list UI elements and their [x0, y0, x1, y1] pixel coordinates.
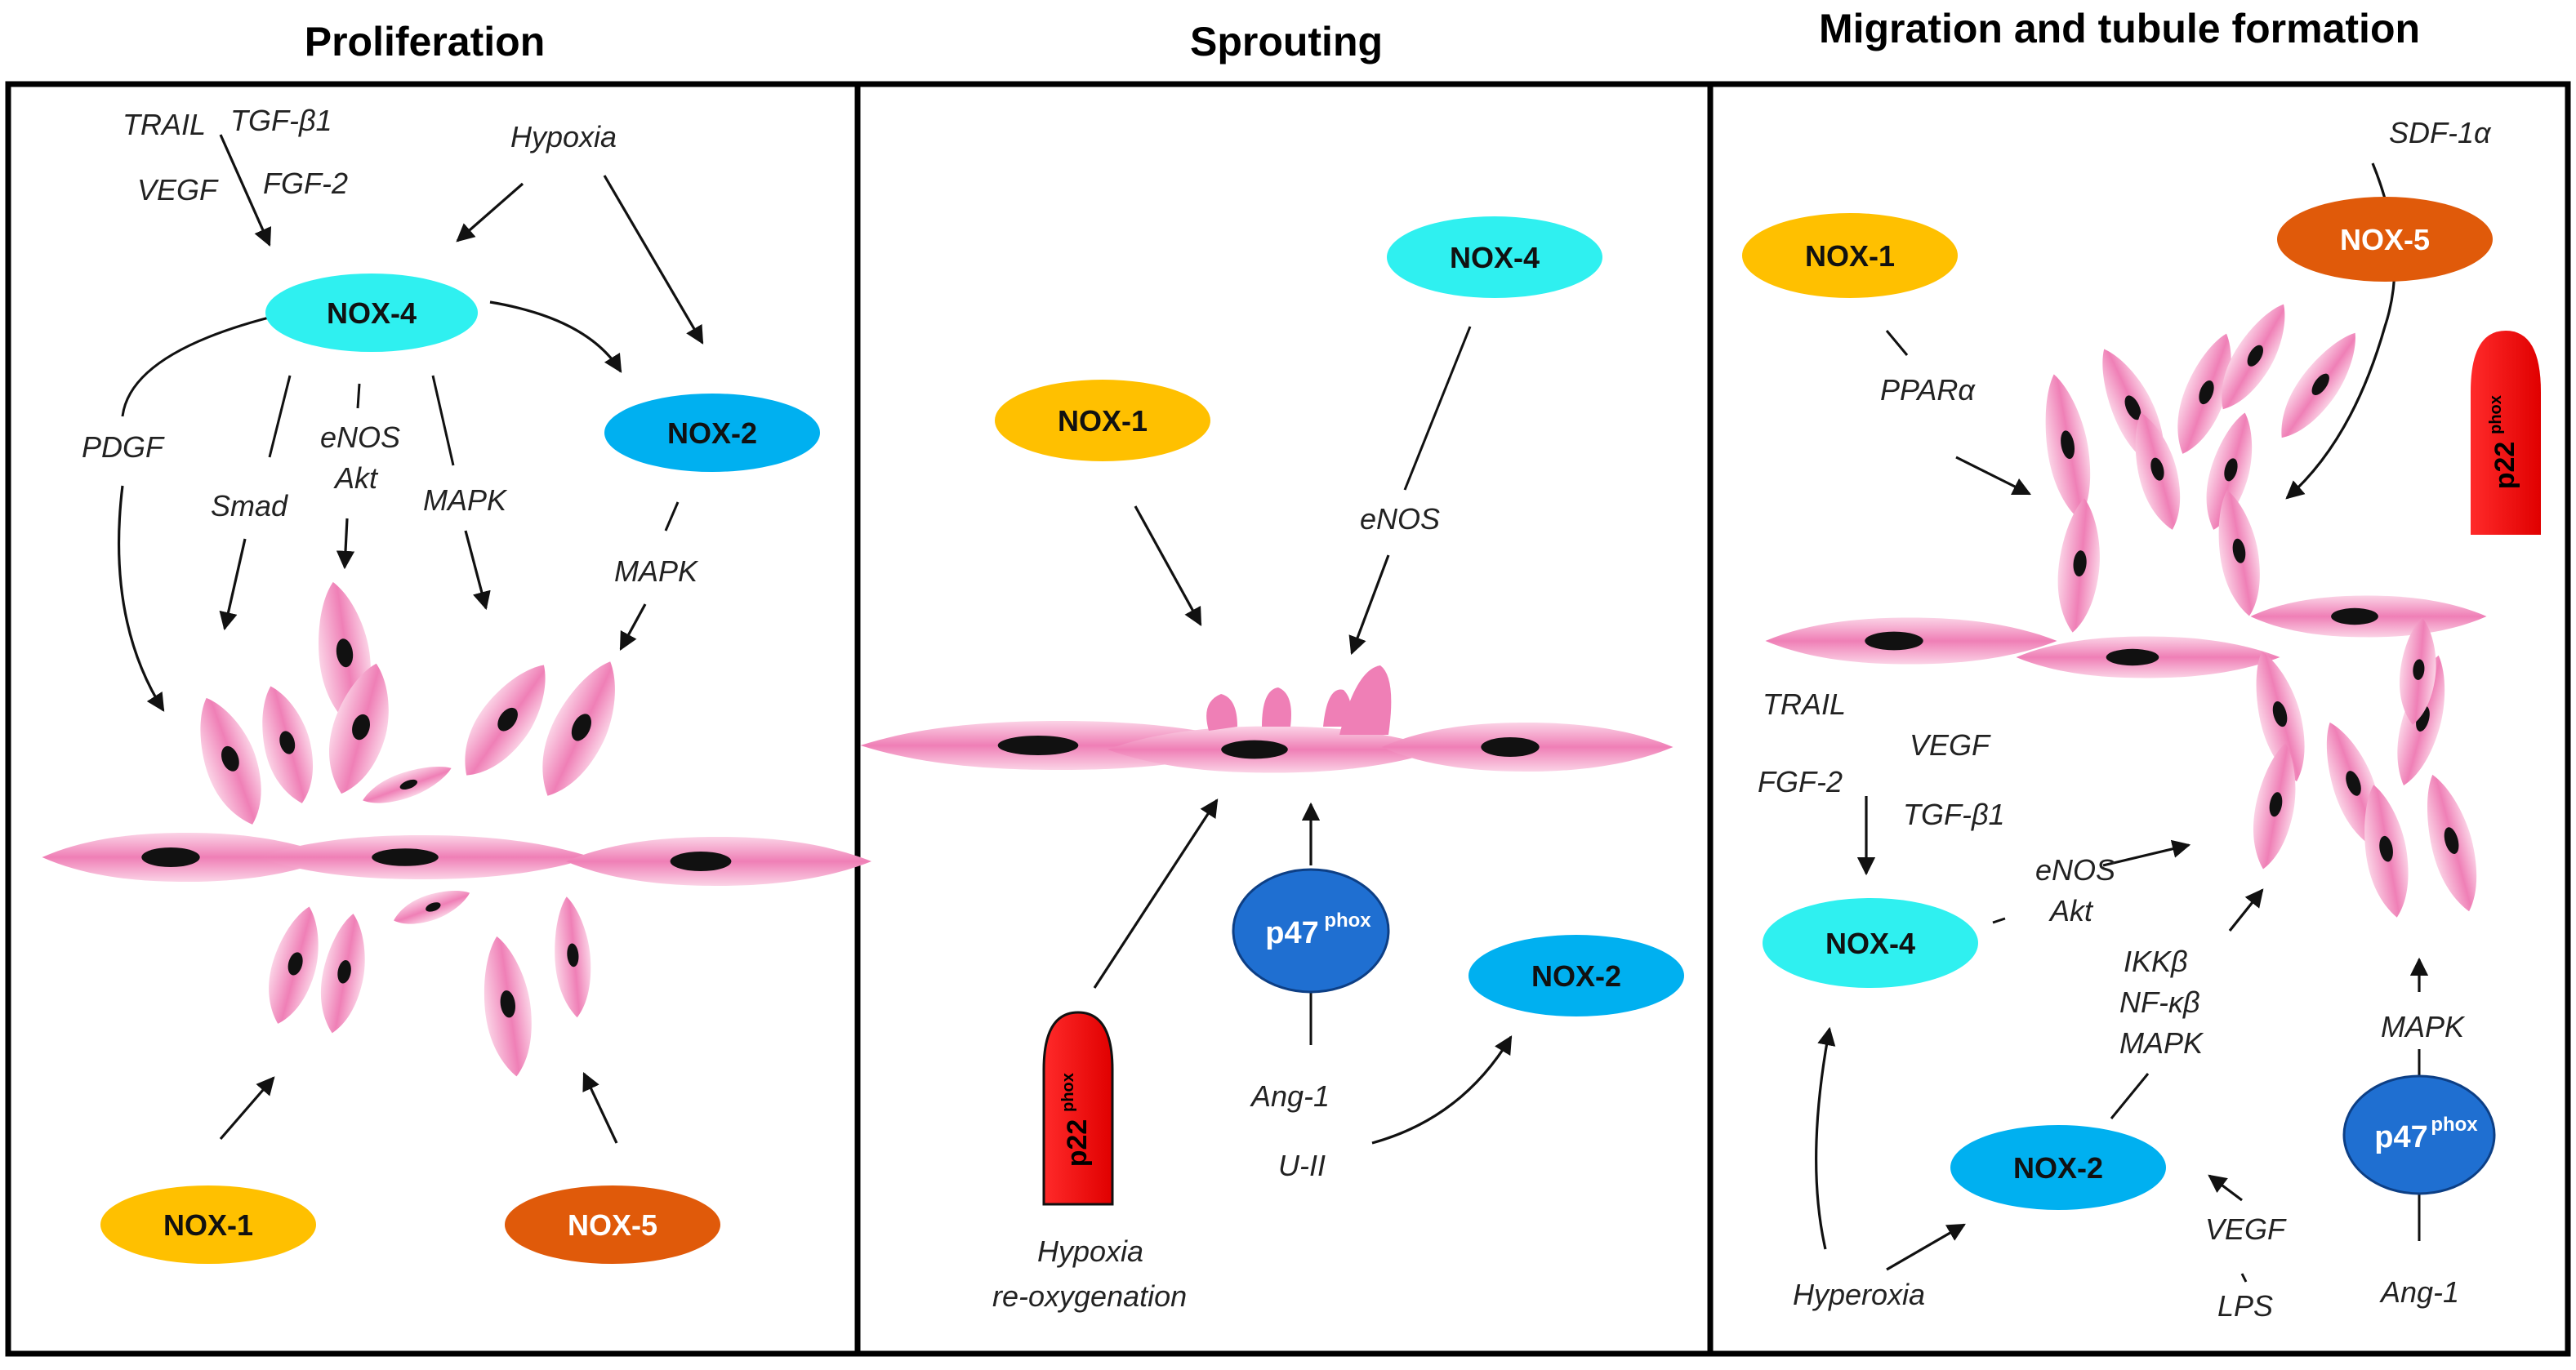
label-trail: TRAIL: [123, 108, 206, 141]
svg-text:NOX-2: NOX-2: [667, 416, 757, 450]
label-hypoxia-reox-2: re-oxygenation: [992, 1279, 1187, 1313]
proliferation-enzymes: NOX-4 NOX-2 NOX-1 NOX-5: [100, 274, 820, 1264]
label-ang1: Ang-1: [1250, 1079, 1330, 1113]
svg-text:p22: p22: [2489, 442, 2520, 490]
svg-text:NOX-5: NOX-5: [568, 1208, 657, 1242]
svg-text:phox: phox: [1059, 1073, 1077, 1112]
label-lps: LPS: [2217, 1289, 2273, 1323]
svg-text:NOX-5: NOX-5: [2340, 223, 2430, 256]
nox4-enzyme: NOX-4: [1763, 898, 1978, 988]
label-akt: Akt: [2048, 894, 2094, 927]
label-mapk: MAPK: [423, 483, 508, 517]
label-tgfb1: TGF-β1: [230, 104, 332, 137]
label-hyperoxia: Hyperoxia: [1793, 1278, 1925, 1311]
label-vegf: VEGF: [137, 173, 219, 207]
svg-text:NOX-1: NOX-1: [163, 1208, 253, 1242]
svg-text:phox: phox: [2487, 395, 2505, 434]
label-hypoxia-reox-1: Hypoxia: [1037, 1234, 1143, 1268]
migration-enzymes: NOX-1 NOX-5 p22 phox NOX-4 NOX-2 p47 pho…: [1742, 197, 2541, 1210]
nox5-enzyme: NOX-5: [505, 1185, 720, 1264]
proliferation-arrows: [117, 134, 704, 1144]
p47phox-enzyme: p47 phox: [2342, 1074, 2496, 1195]
panel-proliferation: [5, 81, 861, 1357]
svg-text:p47: p47: [1265, 916, 1318, 950]
sprouting-cell-layer: [860, 665, 1674, 773]
nox2-enzyme: NOX-2: [1468, 935, 1684, 1016]
nox4-enzyme: NOX-4: [1387, 216, 1602, 298]
sprouting-labels: eNOS Ang-1 U-II Hypoxia re-oxygenation: [992, 502, 1440, 1313]
label-mapk: MAPK: [2119, 1026, 2204, 1060]
label-fgf2: FGF-2: [1758, 765, 1843, 798]
label-mapk: MAPK: [2381, 1010, 2466, 1043]
label-sdf1a: SDF-1α: [2389, 116, 2492, 149]
label-pdgf: PDGF: [82, 430, 165, 464]
panel-title-migration: Migration and tubule formation: [1819, 6, 2420, 51]
nox2-enzyme: NOX-2: [1950, 1125, 2166, 1210]
svg-text:NOX-2: NOX-2: [2013, 1151, 2103, 1185]
label-mapk: MAPK: [614, 554, 699, 588]
migration-labels: SDF-1α PPARα TRAIL VEGF FGF-2 TGF-β1 eNO…: [1758, 116, 2492, 1323]
p47phox-enzyme: p47 phox: [1232, 868, 1390, 994]
label-nfkb: NF-κβ: [2119, 985, 2200, 1019]
label-enos: eNOS: [2035, 853, 2115, 887]
label-akt: Akt: [333, 461, 379, 495]
panel-title-sprouting: Sprouting: [1190, 19, 1383, 64]
label-ikkb: IKKβ: [2124, 945, 2188, 978]
label-smad: Smad: [211, 489, 288, 523]
nox1-enzyme: NOX-1: [100, 1185, 316, 1264]
label-trail: TRAIL: [1763, 687, 1846, 721]
panel-title-proliferation: Proliferation: [305, 19, 545, 64]
nox1-enzyme: NOX-1: [995, 380, 1210, 461]
svg-text:NOX-4: NOX-4: [327, 296, 417, 330]
svg-text:NOX-1: NOX-1: [1805, 239, 1895, 273]
nox4-enzyme: NOX-4: [265, 274, 478, 352]
label-ppara: PPARα: [1880, 373, 1976, 407]
label-enos: eNOS: [1360, 502, 1440, 536]
migration-arrows: [1815, 162, 2429, 1283]
label-enos: eNOS: [320, 420, 400, 454]
label-uii: U-II: [1278, 1149, 1326, 1182]
nox1-enzyme: NOX-1: [1742, 213, 1958, 298]
nox5-enzyme: NOX-5: [2277, 197, 2493, 282]
label-tgfb1: TGF-β1: [1903, 798, 2005, 831]
label-vegf: VEGF: [2205, 1212, 2287, 1246]
label-vegf: VEGF: [1910, 728, 1991, 762]
svg-text:NOX-1: NOX-1: [1058, 404, 1148, 438]
nox2-enzyme: NOX-2: [604, 394, 820, 472]
label-fgf2: FGF-2: [263, 167, 348, 200]
svg-text:NOX-2: NOX-2: [1531, 959, 1621, 993]
label-ang1: Ang-1: [2379, 1275, 2459, 1309]
svg-text:NOX-4: NOX-4: [1450, 241, 1540, 274]
p22phox-enzyme: p22 phox: [1042, 1011, 1114, 1206]
svg-text:phox: phox: [1324, 910, 1371, 932]
label-hypoxia: Hypoxia: [510, 120, 617, 153]
sprouting-enzymes: NOX-1 NOX-4 p47 phox NOX-2 p22 phox: [995, 216, 1684, 1206]
p22phox-enzyme: p22 phox: [2471, 331, 2541, 535]
svg-text:p47: p47: [2374, 1120, 2427, 1154]
sprouting-arrows: [1093, 326, 1513, 1145]
svg-text:p22: p22: [1062, 1119, 1093, 1168]
svg-text:NOX-4: NOX-4: [1825, 927, 1915, 960]
svg-text:phox: phox: [2431, 1114, 2478, 1136]
proliferation-labels: TRAIL TGF-β1 VEGF FGF-2 Hypoxia PDGF Sma…: [82, 104, 699, 588]
